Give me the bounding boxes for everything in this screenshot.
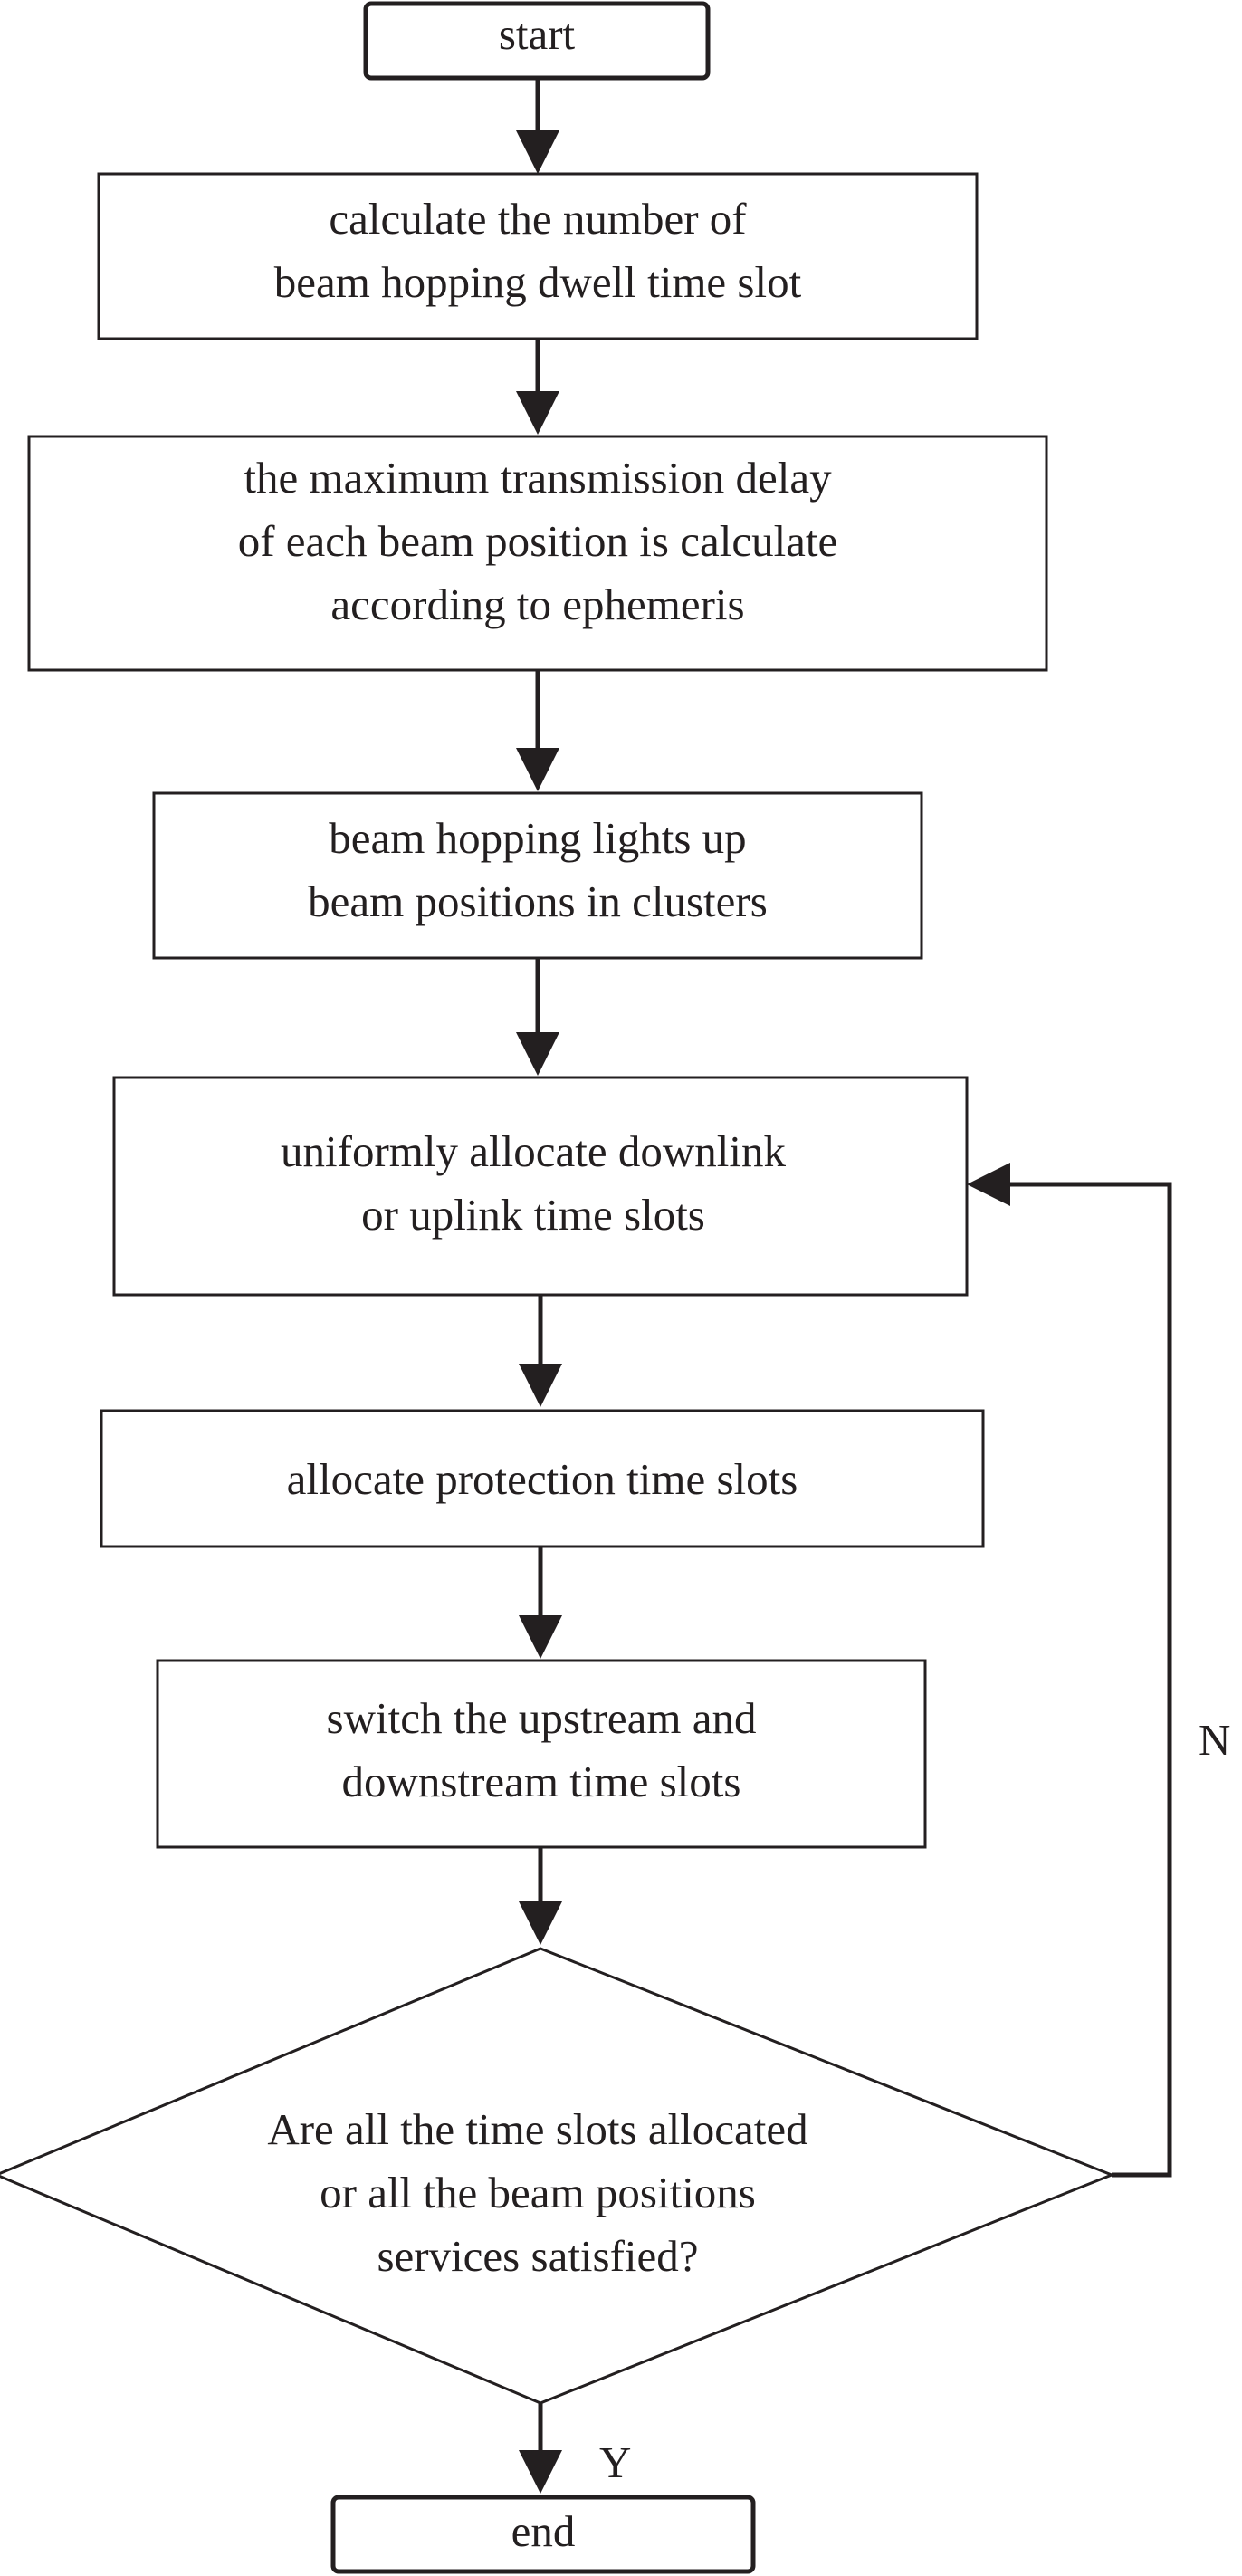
node-allocate-uniform-line-2: or uplink time slots	[361, 1190, 705, 1240]
node-allocate-uniform-line-1: uniformly allocate downlink	[281, 1126, 786, 1176]
node-start-label: start	[499, 9, 576, 59]
node-calc-slots-line-1: calculate the number of	[329, 194, 747, 244]
node-max-delay-line-2: of each beam position is calculate	[238, 516, 838, 566]
arrowhead	[519, 1364, 562, 1407]
node-decision-line-3: services satisfied?	[377, 2231, 698, 2281]
node-start: start	[363, 1, 711, 81]
node-decision: Are all the time slots allocated or all …	[0, 1947, 1116, 2405]
node-allocate-protection: allocate protection time slots	[100, 1409, 985, 1548]
arrowhead	[519, 2450, 562, 2494]
node-max-delay: the maximum transmission delay of each b…	[27, 435, 1048, 672]
edge-label-y: Y	[599, 2437, 631, 2487]
node-calc-slots-line-2: beam hopping dwell time slot	[274, 257, 802, 307]
node-clusters-line-2: beam positions in clusters	[308, 876, 768, 926]
node-max-delay-line-3: according to ephemeris	[330, 579, 744, 629]
edges	[516, 78, 1172, 2494]
node-calc-slots: calculate the number of beam hopping dwe…	[97, 172, 979, 340]
node-decision-line-1: Are all the time slots allocated	[267, 2104, 807, 2154]
node-end: end	[330, 2495, 756, 2574]
node-decision-line-2: or all the beam positions	[320, 2168, 756, 2217]
arrowhead	[519, 1901, 562, 1945]
arrowhead	[519, 1615, 562, 1659]
arrowhead	[516, 748, 559, 791]
arrowhead	[967, 1163, 1010, 1206]
arrowhead	[516, 130, 559, 174]
edge-label-n: N	[1199, 1715, 1230, 1765]
arrowhead	[516, 1032, 559, 1076]
node-clusters-line-1: beam hopping lights up	[329, 813, 746, 863]
node-switch-slots: switch the upstream and downstream time …	[156, 1659, 927, 1849]
node-allocate-protection-line-1: allocate protection time slots	[287, 1454, 798, 1504]
node-switch-slots-line-1: switch the upstream and	[327, 1693, 757, 1743]
node-switch-slots-line-2: downstream time slots	[342, 1757, 741, 1806]
node-clusters: beam hopping lights up beam positions in…	[152, 791, 923, 960]
arrowhead	[516, 391, 559, 435]
edge-decision-to-allocate-uniform	[1005, 1182, 1172, 2178]
node-max-delay-line-1: the maximum transmission delay	[244, 453, 832, 503]
node-end-label: end	[511, 2506, 576, 2556]
node-allocate-uniform: uniformly allocate downlink or uplink ti…	[112, 1076, 969, 1297]
